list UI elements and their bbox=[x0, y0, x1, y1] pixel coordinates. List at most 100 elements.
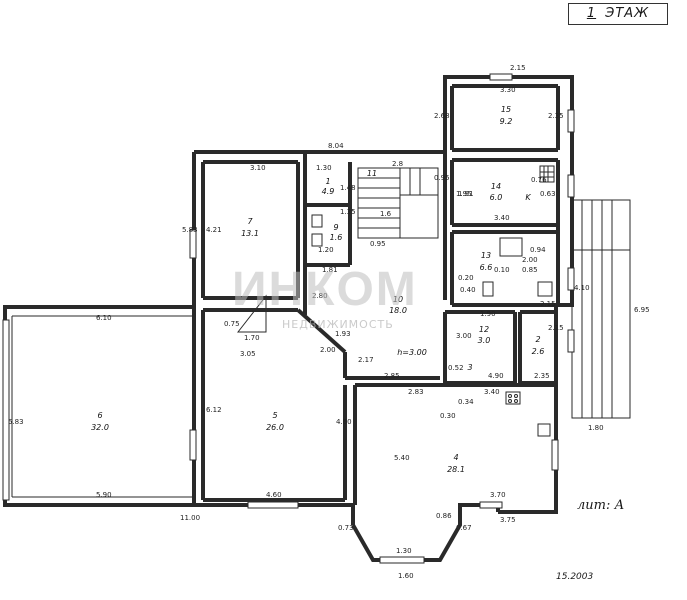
room-2-number: 2 bbox=[535, 335, 540, 344]
room-5-number: 5 bbox=[272, 411, 277, 420]
dim: 3.30 bbox=[500, 86, 516, 94]
dim: 2.15 bbox=[540, 300, 556, 308]
kitchen-mark: K bbox=[525, 193, 531, 202]
watermark-subtitle: НЕДВИЖИМОСТЬ bbox=[282, 318, 394, 331]
terrace bbox=[11, 315, 194, 498]
dim: 1.6 bbox=[380, 210, 392, 218]
dim: 0.95 bbox=[370, 240, 386, 248]
interior-walls bbox=[201, 84, 560, 505]
dim: 5.83 bbox=[8, 418, 24, 426]
room-1-area: 4.9 bbox=[322, 187, 335, 196]
staircase bbox=[357, 167, 439, 239]
dim: 0.67 bbox=[456, 524, 472, 532]
dim: 0.34 bbox=[458, 398, 474, 406]
dim: 4.21 bbox=[206, 226, 222, 234]
dim: 4.10 bbox=[574, 284, 590, 292]
dim: 2.35 bbox=[534, 372, 550, 380]
room-7-area: 13.1 bbox=[241, 229, 259, 238]
room-7-number: 7 bbox=[247, 217, 253, 226]
dim: 0.20 bbox=[458, 274, 474, 282]
dim: 11.00 bbox=[180, 514, 200, 522]
windows bbox=[2, 73, 575, 564]
dim: 0.75 bbox=[224, 320, 240, 328]
dim: 1.80 bbox=[588, 424, 604, 432]
room-6-number: 6 bbox=[97, 411, 102, 420]
dim: 2.85 bbox=[384, 372, 400, 380]
room-1-number: 1 bbox=[325, 177, 330, 186]
dim: 1.48 bbox=[340, 184, 356, 192]
dim: 2.68 bbox=[434, 112, 450, 120]
dim: 0.52 bbox=[448, 364, 464, 372]
room-14-area: 6.0 bbox=[490, 193, 503, 202]
dim: 1.93 bbox=[335, 330, 351, 338]
dim: 1.60 bbox=[398, 572, 414, 580]
room-9-number: 9 bbox=[333, 223, 338, 232]
dim: 2.17 bbox=[358, 356, 374, 364]
dim: 0.40 bbox=[460, 286, 476, 294]
dim: 0.30 bbox=[440, 412, 456, 420]
room-9-area: 1.6 bbox=[330, 233, 343, 242]
room-12-area: 3.0 bbox=[478, 336, 491, 345]
porch-steps bbox=[571, 199, 631, 419]
room-labels: 15 9.2 14 6.0 K 13 6.6 12 3.0 2 2.6 3 1 … bbox=[91, 105, 544, 474]
ceiling-height: h=3.00 bbox=[397, 348, 427, 357]
room-10-area: 18.0 bbox=[389, 306, 407, 315]
room-13-area: 6.6 bbox=[480, 263, 493, 272]
room-15-number: 15 bbox=[501, 105, 511, 114]
dim: 4.60 bbox=[336, 418, 352, 426]
room-15-area: 9.2 bbox=[500, 117, 513, 126]
dim: 5.40 bbox=[394, 454, 410, 462]
dim: 0.76 bbox=[531, 176, 547, 184]
room-6-area: 32.0 bbox=[91, 423, 109, 432]
room-4-area: 28.1 bbox=[447, 465, 465, 474]
stamp-date: 15.2003 bbox=[556, 572, 594, 582]
dim: 1.20 bbox=[318, 246, 334, 254]
dim: 2.83 bbox=[408, 388, 424, 396]
watermark-logo: ИНКОМ bbox=[232, 263, 418, 316]
dim: 5.83 bbox=[182, 226, 198, 234]
dim: 1.30 bbox=[396, 547, 412, 555]
dim: 6.95 bbox=[634, 306, 650, 314]
dim: 1.30 bbox=[316, 164, 332, 172]
dim: 6.12 bbox=[206, 406, 222, 414]
dim: 4.90 bbox=[488, 372, 504, 380]
dim: 1.35 bbox=[340, 208, 356, 216]
room-5-area: 26.0 bbox=[266, 423, 284, 432]
dim: 3.75 bbox=[500, 516, 516, 524]
dim: 3.40 bbox=[494, 214, 510, 222]
dim: 0.10 bbox=[494, 266, 510, 274]
dim: 0.95 bbox=[434, 174, 450, 182]
room-4-number: 4 bbox=[453, 453, 458, 462]
dim: 1.81 bbox=[322, 266, 338, 274]
dim: 2.35 bbox=[548, 112, 564, 120]
fixtures bbox=[236, 165, 555, 437]
dim: 0.86 bbox=[436, 512, 452, 520]
room-12-number: 12 bbox=[479, 325, 489, 334]
dim: 0.73 bbox=[338, 524, 354, 532]
dim: 0.85 bbox=[522, 266, 538, 274]
dim: 5.90 bbox=[96, 491, 112, 499]
dim: 6.10 bbox=[96, 314, 112, 322]
dim: 3.40 bbox=[484, 388, 500, 396]
room-3-number: 3 bbox=[467, 363, 472, 372]
dim: 3.00 bbox=[456, 332, 472, 340]
dim: 2.15 bbox=[548, 324, 564, 332]
room-14-number: 14 bbox=[491, 182, 501, 191]
dim: 0.94 bbox=[530, 246, 546, 254]
floor-number: 1 bbox=[586, 6, 597, 21]
dim: 2.15 bbox=[510, 64, 526, 72]
room-10-number: 10 bbox=[393, 295, 403, 304]
dim: 1.70 bbox=[244, 334, 260, 342]
dim: 8.04 bbox=[328, 142, 344, 150]
dim: 1.90 bbox=[480, 310, 496, 318]
dim: 3.70 bbox=[490, 491, 506, 499]
dim: 1.91 bbox=[458, 190, 474, 198]
dim: 0.63 bbox=[540, 190, 556, 198]
dim: 2.80 bbox=[312, 292, 328, 300]
room-2-area: 2.6 bbox=[532, 347, 545, 356]
dim: 1.95 bbox=[456, 190, 472, 198]
dim: 3.10 bbox=[250, 164, 266, 172]
floor-word: ЭТАЖ bbox=[605, 6, 650, 21]
dim: 2.8 bbox=[392, 160, 403, 168]
dim: 3.05 bbox=[240, 350, 256, 358]
